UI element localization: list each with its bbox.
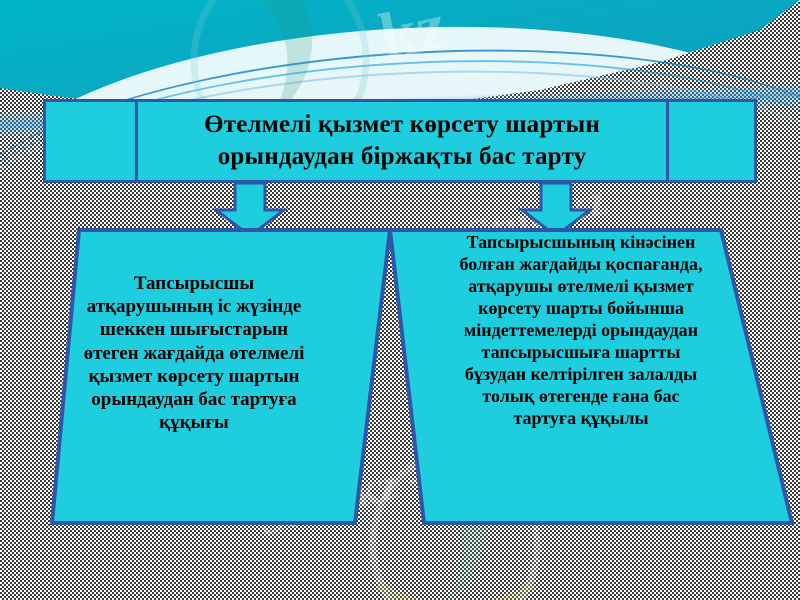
left-content-box [45,226,397,528]
arrow-down-icon-right [518,183,594,238]
arrow-down-icon-left [212,183,288,238]
right-box-text: Тапсырысшының кінәсінен болған жағдайды … [459,232,703,428]
left-box-text: Тапсырысшы атқарушының іс жүзінде шеккен… [83,273,305,434]
title-box: Өтелмелі қызмет көрсету шартын орындауда… [43,99,757,183]
title-box-center-cell: Өтелмелі қызмет көрсету шартын орындауда… [138,102,666,180]
page-title: Өтелмелі қызмет көрсету шартын орындауда… [204,110,600,171]
right-content-box [380,226,798,528]
title-box-left-cell [46,102,138,180]
title-box-right-cell [666,102,754,180]
